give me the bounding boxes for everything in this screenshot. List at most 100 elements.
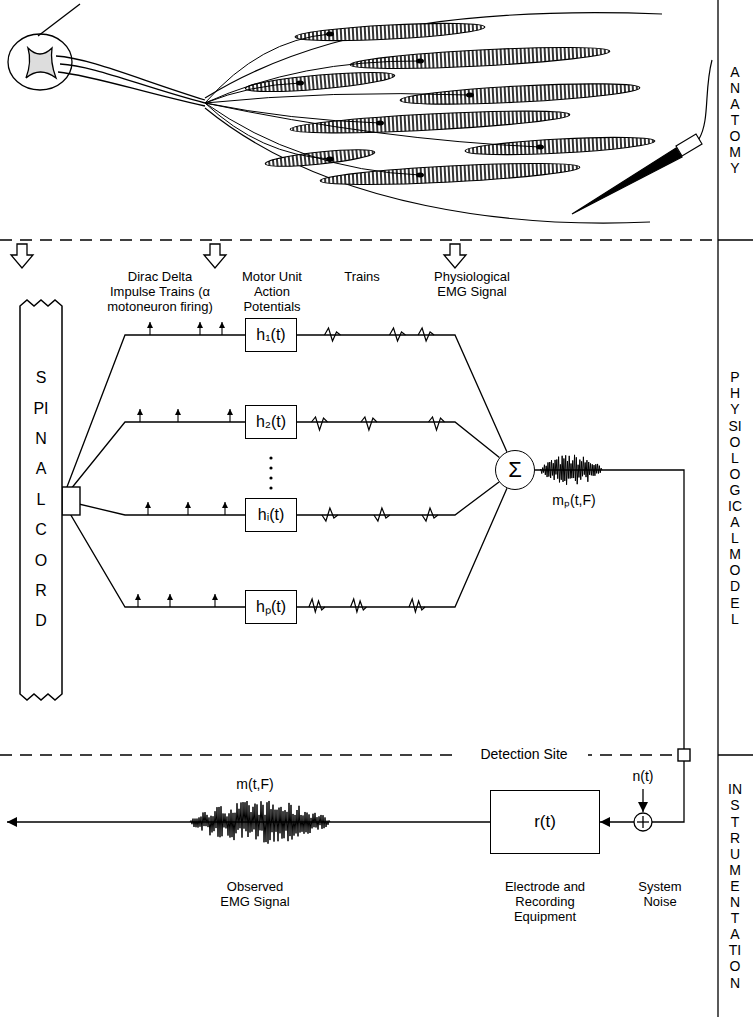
hollow-arrow bbox=[11, 244, 466, 268]
detection-site-marker bbox=[678, 749, 690, 761]
impulse-arrow bbox=[199, 322, 200, 335]
action-potential bbox=[312, 417, 328, 430]
impulse-arrow bbox=[187, 502, 188, 515]
needle-electrode bbox=[572, 60, 712, 214]
end-plate bbox=[326, 32, 334, 37]
impulse-arrow bbox=[149, 322, 150, 335]
hollow-arrow bbox=[11, 244, 33, 268]
end-plate bbox=[376, 121, 384, 126]
signal-label: Motor Unit Action Potentials bbox=[232, 270, 312, 315]
impulse-arrow bbox=[221, 322, 222, 335]
muscle-fiber bbox=[350, 43, 610, 73]
hollow-arrow bbox=[204, 244, 226, 268]
signal-line bbox=[297, 335, 507, 452]
muscle-fiber bbox=[295, 20, 485, 44]
spinal-cord-section bbox=[8, 4, 205, 106]
filter-box: hₚ(t) bbox=[245, 590, 297, 624]
muscle-fiber bbox=[245, 20, 656, 189]
node-label: Σ bbox=[508, 457, 522, 482]
action-potential bbox=[351, 599, 367, 612]
filter-box: hᵢ(t) bbox=[245, 498, 297, 532]
spinal-cord-section bbox=[8, 34, 72, 90]
node-label: h₂(t) bbox=[256, 413, 286, 431]
signal-label: mₚ(t,F) bbox=[544, 492, 604, 508]
end-plate bbox=[296, 32, 544, 178]
node-label: hᵢ(t) bbox=[258, 506, 285, 524]
signal-label: Electrode and Recording Equipment bbox=[490, 880, 600, 925]
end-plate bbox=[326, 157, 334, 162]
signal-line bbox=[62, 422, 245, 500]
continuation-dots bbox=[269, 476, 272, 479]
action-potential bbox=[429, 417, 445, 430]
nerve-branch bbox=[205, 103, 330, 159]
impulse-arrow bbox=[177, 409, 178, 422]
muscle-fiber bbox=[290, 107, 570, 138]
end-plate bbox=[296, 81, 304, 86]
needle-electrode bbox=[572, 148, 682, 214]
summing-junction bbox=[634, 813, 652, 831]
signal-label: Observed EMG Signal bbox=[213, 880, 297, 910]
continuation-dots bbox=[269, 456, 272, 459]
impulse-arrow bbox=[139, 409, 140, 422]
noise-arrow bbox=[642, 789, 643, 812]
continuation-dots bbox=[269, 456, 272, 489]
action-potential bbox=[322, 508, 338, 521]
end-plate bbox=[536, 145, 544, 150]
signal-label: System Noise bbox=[628, 880, 692, 910]
action-potential bbox=[309, 599, 325, 612]
node-label: hₚ(t) bbox=[256, 598, 286, 616]
nerve-branch bbox=[205, 83, 300, 103]
muscle-envelope bbox=[205, 13, 662, 223]
nerve-branch bbox=[205, 34, 540, 175]
impulse-arrow bbox=[137, 594, 138, 607]
spinal-cord-section bbox=[38, 4, 80, 36]
signal-label: Dirac Delta Impulse Trains (α motoneuron… bbox=[104, 270, 216, 315]
signal-label: Detection Site bbox=[460, 746, 588, 762]
separator-line bbox=[718, 754, 753, 755]
nerve-branch bbox=[205, 103, 540, 147]
signal-line bbox=[297, 488, 507, 607]
action-potential bbox=[325, 328, 341, 341]
impulse-arrow bbox=[169, 594, 170, 607]
action-potential bbox=[361, 417, 377, 430]
signal-label: Trains bbox=[337, 270, 387, 285]
action-potential bbox=[418, 328, 434, 341]
needle-electrode bbox=[676, 134, 702, 156]
action-potential bbox=[409, 599, 425, 612]
filter-box: h₂(t) bbox=[245, 405, 297, 439]
nerve-branch bbox=[205, 103, 420, 175]
node-label: h₁(t) bbox=[256, 326, 285, 344]
impulse-arrow bbox=[229, 409, 230, 422]
filter-box: h₁(t) bbox=[245, 318, 297, 352]
signal-trace bbox=[138, 322, 602, 844]
nerve-branch bbox=[205, 61, 420, 103]
signal-label: n(t) bbox=[621, 768, 665, 784]
node-label: SPINAL CORD bbox=[33, 363, 49, 637]
continuation-dots bbox=[269, 486, 272, 489]
signal-line bbox=[535, 470, 684, 822]
recording-box: r(t) bbox=[490, 790, 600, 854]
end-plate bbox=[416, 59, 424, 64]
signal-line bbox=[62, 500, 245, 515]
node-label: r(t) bbox=[534, 812, 556, 832]
action-potential bbox=[422, 508, 438, 521]
separator-line bbox=[718, 239, 753, 240]
spinal-cord-section bbox=[58, 72, 205, 106]
needle-electrode bbox=[699, 60, 712, 139]
signal-line bbox=[297, 422, 499, 458]
spinal-cord-outline bbox=[20, 300, 62, 700]
impulse-arrow bbox=[214, 594, 215, 607]
hollow-arrow bbox=[444, 244, 466, 268]
emg-burst bbox=[540, 455, 602, 485]
signal-label: Physiological EMG Signal bbox=[427, 270, 517, 300]
signal-label: m(t,F) bbox=[220, 776, 290, 792]
spinal-cord-section bbox=[26, 48, 56, 78]
separator-line bbox=[717, 0, 718, 1017]
spinal-cord-section bbox=[60, 64, 205, 103]
nerve-branch bbox=[205, 94, 470, 103]
summing-junction bbox=[642, 816, 643, 828]
muscle-fiber bbox=[245, 68, 396, 95]
